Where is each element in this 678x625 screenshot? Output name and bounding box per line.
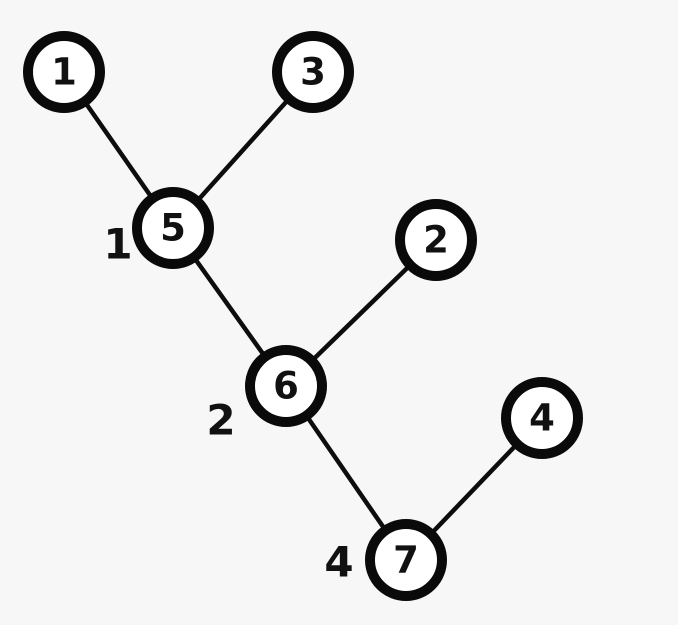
- outer-label-node-5: 1: [103, 220, 132, 269]
- node-4[interactable]: 4: [501, 377, 583, 459]
- node-3[interactable]: 3: [272, 31, 354, 113]
- node-6[interactable]: 6: [245, 345, 327, 427]
- node-3-circle[interactable]: [272, 31, 354, 113]
- node-1[interactable]: 1: [23, 31, 105, 113]
- node-5[interactable]: 5: [132, 187, 214, 269]
- node-2-circle[interactable]: [395, 199, 477, 281]
- outer-label-node-7: 4: [324, 538, 353, 587]
- node-5-label: 5: [160, 207, 186, 250]
- node-7-label: 7: [393, 539, 419, 582]
- node-3-label: 3: [300, 51, 326, 94]
- node-7-circle[interactable]: [365, 519, 447, 601]
- node-1-label: 1: [51, 51, 77, 94]
- node-5-circle[interactable]: [132, 187, 214, 269]
- node-1-circle[interactable]: [23, 31, 105, 113]
- node-6-circle[interactable]: [245, 345, 327, 427]
- node-6-label: 6: [273, 365, 299, 408]
- outer-label-node-6: 2: [206, 396, 235, 445]
- node-4-circle[interactable]: [501, 377, 583, 459]
- node-2[interactable]: 2: [395, 199, 477, 281]
- node-2-label: 2: [423, 219, 449, 262]
- node-4-label: 4: [529, 397, 555, 440]
- node-7[interactable]: 7: [365, 519, 447, 601]
